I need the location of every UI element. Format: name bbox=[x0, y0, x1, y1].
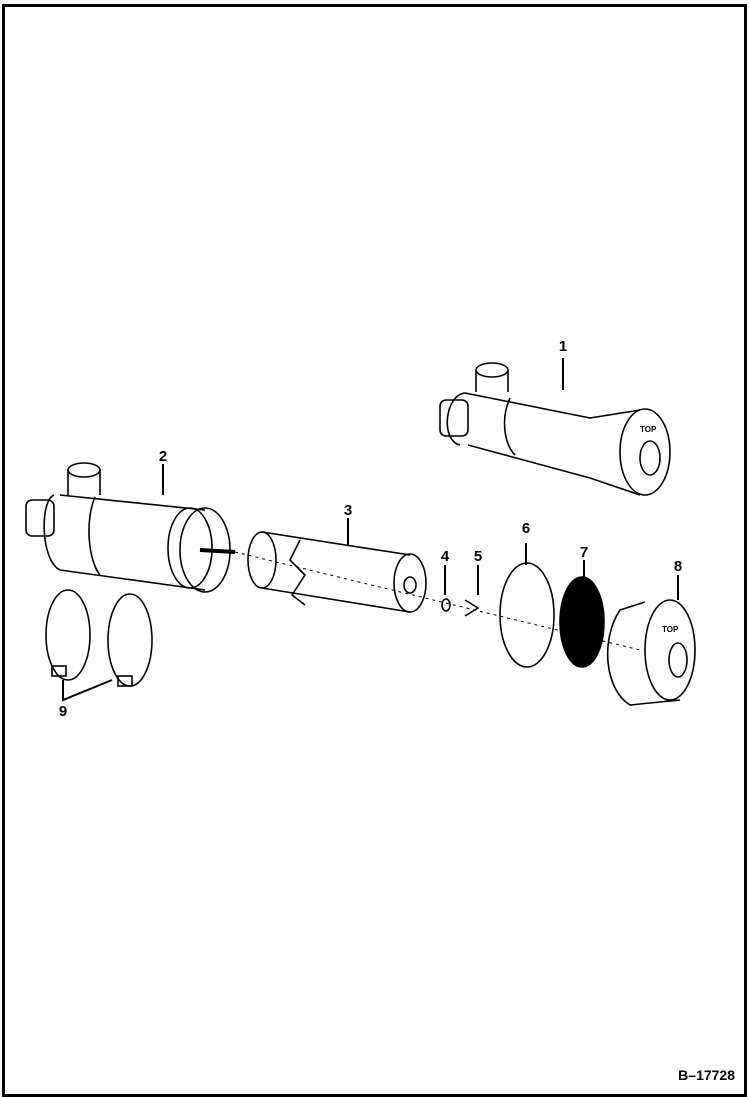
svg-text:TOP: TOP bbox=[662, 625, 679, 634]
callout-1: 1 bbox=[558, 338, 568, 355]
callout-7: 7 bbox=[579, 544, 589, 561]
diagram-frame bbox=[2, 4, 747, 1097]
svg-text:TOP: TOP bbox=[640, 425, 657, 434]
callout-2: 2 bbox=[158, 448, 168, 465]
callout-9: 9 bbox=[58, 703, 68, 720]
assembly-2-drawing bbox=[25, 462, 236, 593]
callout-8: 8 bbox=[673, 558, 683, 575]
washer-4-drawing bbox=[441, 598, 451, 612]
callout-5: 5 bbox=[473, 548, 483, 565]
callout-3: 3 bbox=[343, 502, 353, 519]
bands-9-drawing bbox=[45, 589, 153, 687]
callout-4: 4 bbox=[440, 548, 450, 565]
fins-7-drawing bbox=[559, 576, 605, 668]
reference-number: B–17728 bbox=[678, 1067, 735, 1083]
wing-nut-5-drawing bbox=[464, 599, 480, 617]
leader-lines bbox=[62, 358, 679, 702]
callout-6: 6 bbox=[521, 520, 531, 537]
assembly-1-drawing: TOP bbox=[439, 362, 671, 496]
clamp-6-drawing bbox=[499, 562, 555, 668]
filter-element-3-drawing bbox=[247, 531, 427, 613]
cover-8-drawing: TOP bbox=[606, 599, 696, 706]
